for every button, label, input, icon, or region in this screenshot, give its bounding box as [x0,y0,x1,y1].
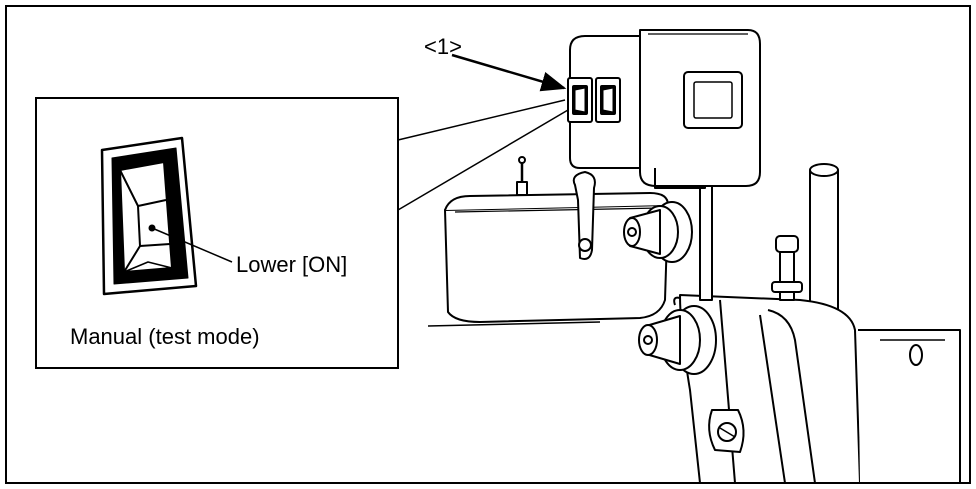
label-lower-on: Lower [ON] [236,252,347,277]
label-manual-test-mode: Manual (test mode) [70,324,260,349]
sewing-machine-illustration [427,29,961,484]
leader-line-lower [151,227,233,263]
callout-box [35,97,399,369]
rocker-switch-closeup [100,136,198,296]
callout-arrow [451,53,567,92]
callout-connector-lines [397,99,569,211]
figure-frame [5,5,971,484]
